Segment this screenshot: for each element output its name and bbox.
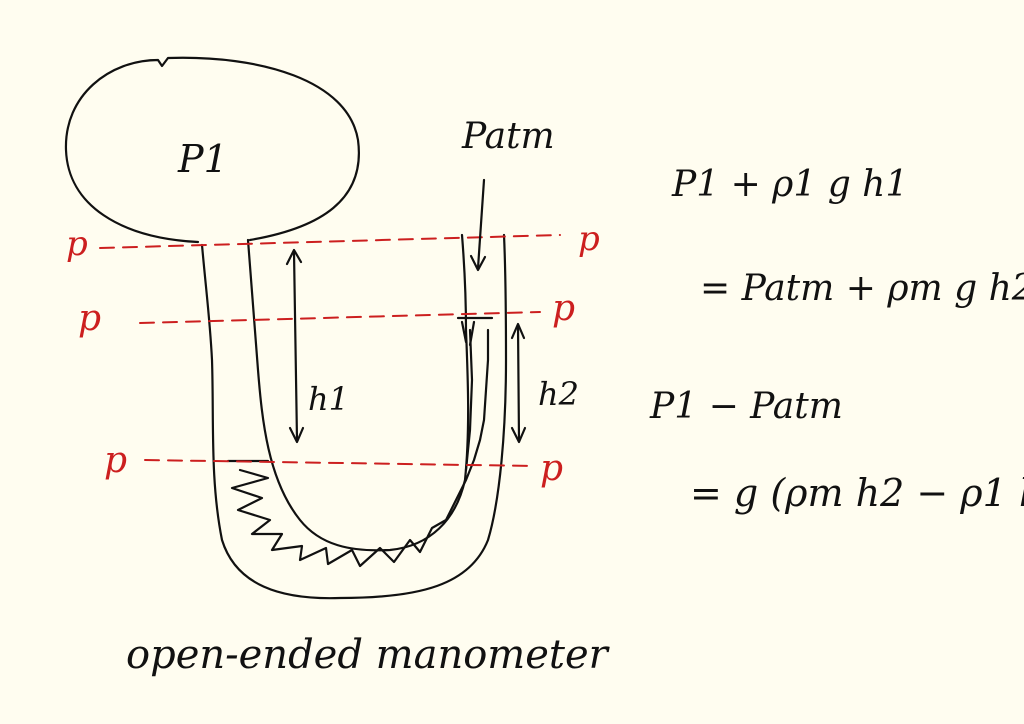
pressure-line-top (99, 234, 561, 249)
patm-arrow-line (476, 178, 486, 270)
h1-arrow-head-top (285, 248, 303, 266)
h2-arrow-line (516, 323, 521, 442)
pressure-marker-mid-left: p (78, 298, 101, 339)
manometer-fluid (230, 328, 490, 568)
atmosphere-label: Patm (461, 116, 555, 157)
h2-arrow-head-bottom (510, 426, 527, 444)
fluid-right-mark-2 (468, 320, 476, 347)
pressure-marker-top-left: p (66, 224, 88, 264)
h2-label: h2 (538, 375, 579, 413)
equation-line-4: = g (ρm h2 − ρ1 h1) (690, 471, 1024, 515)
pressure-marker-top-right: p (578, 219, 600, 259)
pressure-marker-bottom-left: p (104, 440, 127, 481)
equation-line-3: P1 − Patm (649, 386, 843, 427)
equation-line-2: = Patm + ρm g h2 (700, 268, 1024, 309)
pressure-marker-mid-right: p (552, 288, 575, 329)
u-tube-outer (200, 233, 508, 600)
vessel-label: P1 (177, 137, 228, 181)
pressure-marker-bottom-right: p (540, 448, 563, 489)
fluid-right-inner (464, 328, 474, 472)
fluid-right-mark (460, 320, 468, 344)
u-tube-inner (246, 233, 470, 552)
h1-arrow-line (292, 250, 299, 442)
pressure-line-bottom (144, 459, 536, 467)
h1-arrow-head-bottom (288, 426, 305, 444)
equation-line-1: P1 + ρ1 g h1 (671, 164, 908, 205)
h2-arrow-head-top (510, 322, 526, 340)
patm-arrow-head (469, 254, 487, 272)
vessel-outline (64, 56, 360, 244)
pressure-line-middle (139, 311, 541, 324)
caption: open-ended manometer (126, 632, 611, 678)
h1-label: h1 (308, 380, 349, 418)
